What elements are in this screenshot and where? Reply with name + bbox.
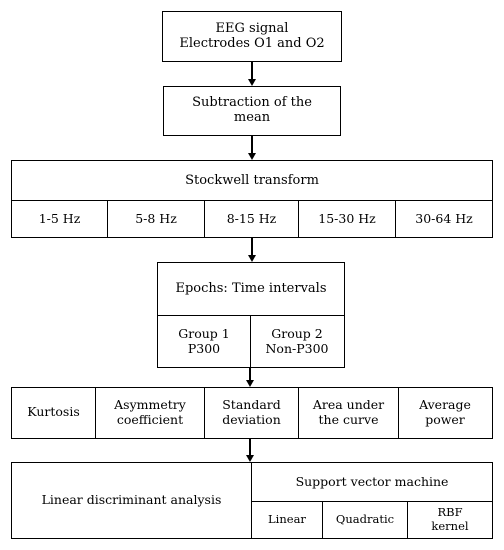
feature-line1: Area under: [312, 397, 385, 413]
kernel-cell: RBF kernel: [408, 502, 492, 537]
subtraction-line2: mean: [233, 110, 271, 125]
group-cell: Group 1 P300: [158, 316, 250, 367]
lda-label: Linear discriminant analysis: [41, 491, 222, 507]
stockwell-box: Stockwell transform 1-5 Hz 5-8 Hz 8-15 H…: [11, 160, 493, 238]
subtraction-box: Subtraction of the mean: [163, 86, 341, 136]
classifiers-box: Linear discriminant analysis Support vec…: [11, 462, 493, 539]
feature-line2: deviation: [222, 411, 281, 427]
group-cell: Group 2 Non-P300: [251, 316, 343, 367]
epochs-title: Epochs: Time intervals: [175, 280, 327, 296]
kernel-line1: RBF: [437, 505, 463, 520]
feature-cell: Standard deviation: [205, 388, 298, 437]
band-cell: 15-30 Hz: [318, 211, 376, 227]
eeg-signal-box: EEG signal Electrodes O1 and O2: [162, 11, 342, 62]
svm-title: Support vector machine: [295, 473, 449, 489]
feature-line2: the curve: [318, 411, 379, 427]
group-line2: Non-P300: [265, 340, 329, 356]
kernel-cell: Quadratic: [323, 502, 407, 537]
feature-line2: power: [425, 411, 465, 427]
feature-line1: Kurtosis: [27, 404, 80, 420]
eeg-signal-line1: EEG signal: [215, 20, 289, 36]
feature-line2: coefficient: [116, 411, 184, 427]
feature-line1: Standard: [222, 397, 281, 413]
feature-cell: Area under the curve: [299, 388, 398, 437]
epochs-box: Epochs: Time intervals Group 1 P300 Grou…: [157, 262, 345, 368]
group-line2: P300: [187, 340, 221, 356]
eeg-signal-line2: Electrodes O1 and O2: [179, 35, 325, 51]
kernel-line2: kernel: [431, 518, 469, 533]
feature-line1: Asymmetry: [114, 397, 186, 413]
eeg-signal-label: EEG signal Electrodes O1 and O2: [163, 12, 341, 61]
kernel-cell: Linear: [252, 502, 322, 537]
band-cell: 8-15 Hz: [226, 211, 277, 227]
feature-cell: Average power: [399, 388, 491, 437]
band-cell: 30-64 Hz: [415, 211, 473, 227]
subtraction-line1: Subtraction of the: [192, 95, 312, 111]
group-line1: Group 2: [271, 326, 323, 342]
kernel-line1: Quadratic: [335, 511, 395, 526]
kernel-line1: Linear: [268, 511, 306, 526]
subtraction-label: Subtraction of the mean: [164, 87, 340, 135]
feature-line1: Average: [419, 397, 471, 413]
band-cell: 1-5 Hz: [38, 211, 81, 227]
features-box: Kurtosis Asymmetry coefficient Standard …: [11, 387, 493, 439]
stockwell-title: Stockwell transform: [185, 172, 319, 188]
group-line1: Group 1: [178, 326, 230, 342]
band-cell: 5-8 Hz: [135, 211, 177, 227]
feature-cell: Kurtosis: [12, 388, 95, 437]
feature-cell: Asymmetry coefficient: [96, 388, 204, 437]
